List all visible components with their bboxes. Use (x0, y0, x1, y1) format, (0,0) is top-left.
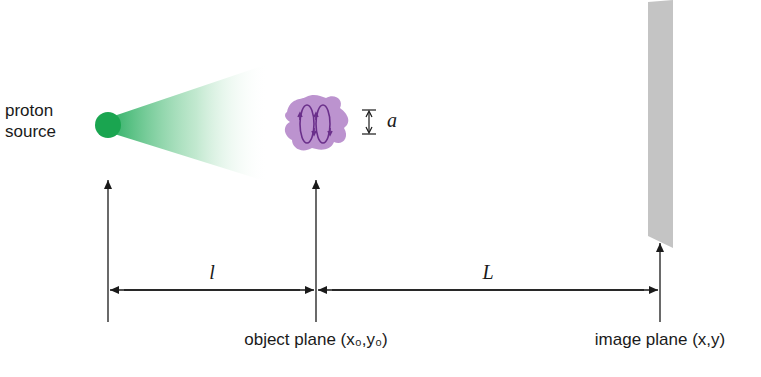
plasma-blob (285, 95, 348, 150)
detector-screen (648, 0, 673, 248)
proton-beam (108, 64, 268, 182)
current-loops (298, 105, 332, 143)
dimension-lines (110, 289, 658, 290)
node-label: proton source (5, 100, 71, 142)
distance-label: L (482, 262, 493, 282)
size-label: a (387, 110, 397, 130)
plane-label: image plane (x,y) (595, 330, 725, 350)
plane-markers (108, 180, 660, 322)
source-node: proton source (0, 92, 130, 158)
distance-label: l (209, 262, 215, 282)
size-bracket (362, 110, 376, 134)
plane-label: object plane (x₀,y₀) (244, 330, 388, 350)
